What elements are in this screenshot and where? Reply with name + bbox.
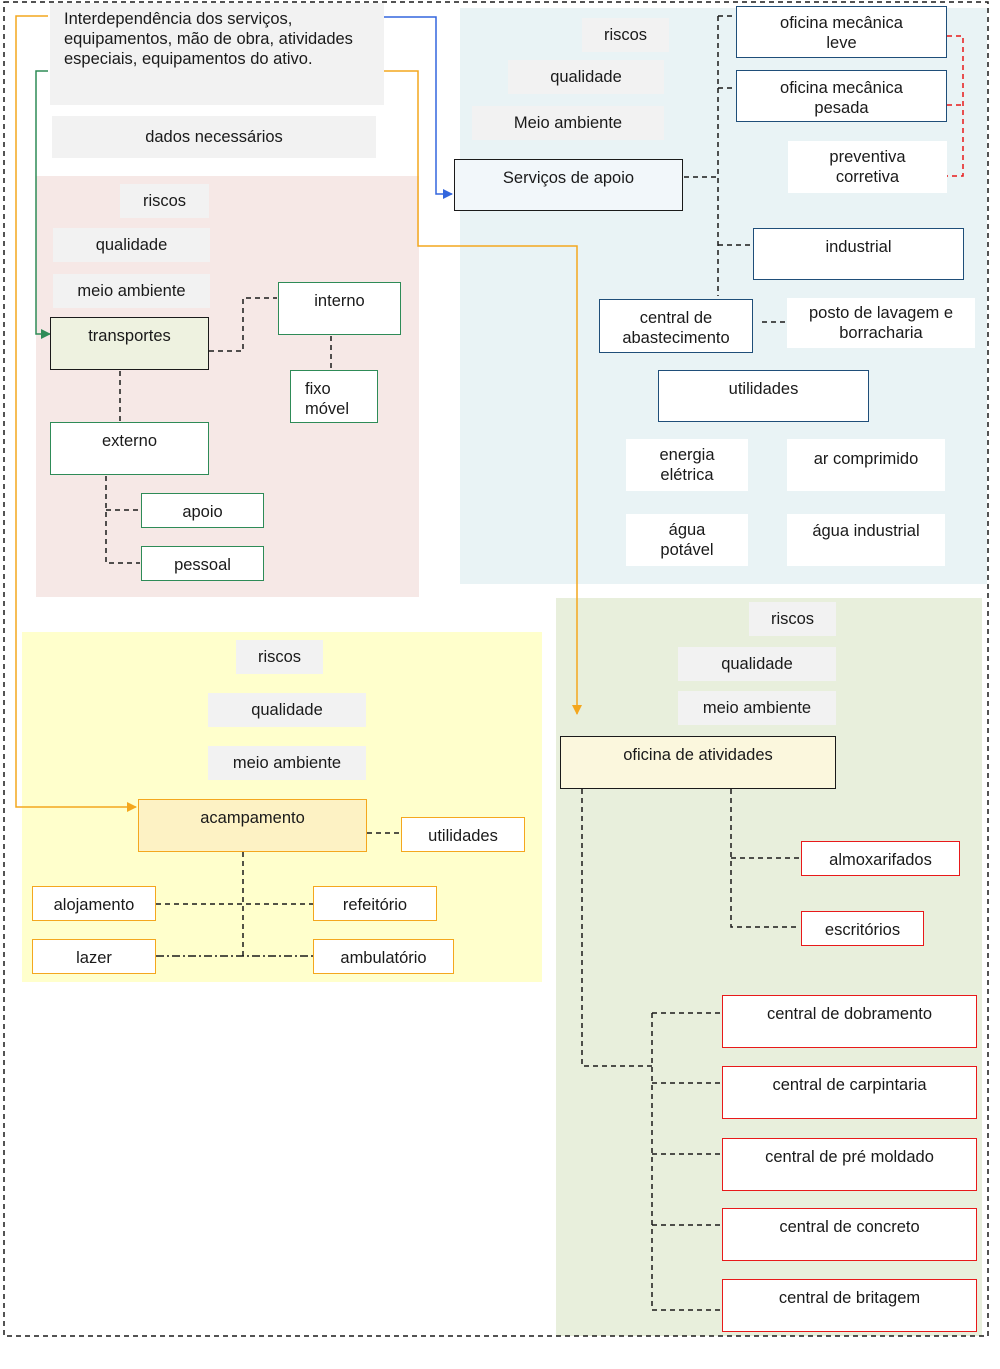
fixo-movel-node[interactable]: fixo móvel	[290, 370, 378, 423]
support-riscos: riscos	[582, 18, 669, 52]
camp-utilidades-node[interactable]: utilidades	[401, 817, 525, 852]
transportes-node[interactable]: transportes	[50, 317, 209, 370]
arrow-to-servicos	[384, 16, 453, 199]
oficina-de-atividades-node[interactable]: oficina de atividades	[560, 736, 836, 789]
camp-qualidade: qualidade	[208, 693, 366, 727]
transport-qualidade: qualidade	[53, 228, 210, 262]
servicos-de-apoio-node[interactable]: Serviços de apoio	[454, 159, 683, 211]
transport-riscos: riscos	[120, 184, 209, 218]
interno-node[interactable]: interno	[278, 282, 401, 335]
workshop-qualidade: qualidade	[678, 647, 836, 681]
externo-node[interactable]: externo	[50, 422, 209, 475]
data-needed-label: dados necessários	[52, 116, 376, 158]
central-dobramento-node[interactable]: central de dobramento	[722, 995, 977, 1048]
acampamento-node[interactable]: acampamento	[138, 799, 367, 852]
energia-eletrica-label: energia elétrica	[626, 439, 748, 491]
support-meio-ambiente: Meio ambiente	[472, 106, 664, 140]
refeitorio-node[interactable]: refeitório	[313, 886, 437, 921]
support-qualidade: qualidade	[508, 60, 664, 94]
camp-riscos: riscos	[236, 640, 323, 674]
almoxarifados-node[interactable]: almoxarifados	[801, 841, 960, 876]
central-abastecimento-node[interactable]: central de abastecimento	[599, 299, 753, 353]
oficina-mecanica-pesada-node[interactable]: oficina mecânica pesada	[736, 70, 947, 122]
workshop-riscos: riscos	[749, 602, 836, 636]
pessoal-node[interactable]: pessoal	[141, 546, 264, 581]
posto-lavagem-label: posto de lavagem e borracharia	[787, 298, 975, 348]
utilidades-node[interactable]: utilidades	[658, 370, 869, 422]
transport-meio-ambiente: meio ambiente	[53, 274, 210, 308]
industrial-node[interactable]: industrial	[753, 228, 964, 280]
agua-industrial-label: água industrial	[787, 514, 945, 566]
description-box: Interdependência dos serviços, equipamen…	[50, 3, 384, 105]
preventiva-corretiva-label: preventiva corretiva	[788, 141, 947, 193]
oficina-mecanica-leve-node[interactable]: oficina mecânica leve	[736, 6, 947, 58]
lazer-node[interactable]: lazer	[32, 939, 156, 974]
central-britagem-node[interactable]: central de britagem	[722, 1279, 977, 1332]
central-concreto-node[interactable]: central de concreto	[722, 1208, 977, 1261]
workshop-meio-ambiente: meio ambiente	[678, 691, 836, 725]
escritorios-node[interactable]: escritórios	[801, 911, 924, 946]
agua-potavel-label: água potável	[626, 514, 748, 566]
ar-comprimido-label: ar comprimido	[787, 439, 945, 491]
central-pre-moldado-node[interactable]: central de pré moldado	[722, 1138, 977, 1191]
camp-meio-ambiente: meio ambiente	[208, 746, 366, 780]
central-carpintaria-node[interactable]: central de carpintaria	[722, 1066, 977, 1119]
apoio-node[interactable]: apoio	[141, 493, 264, 528]
ambulatorio-node[interactable]: ambulatório	[313, 939, 454, 974]
alojamento-node[interactable]: alojamento	[32, 886, 156, 921]
